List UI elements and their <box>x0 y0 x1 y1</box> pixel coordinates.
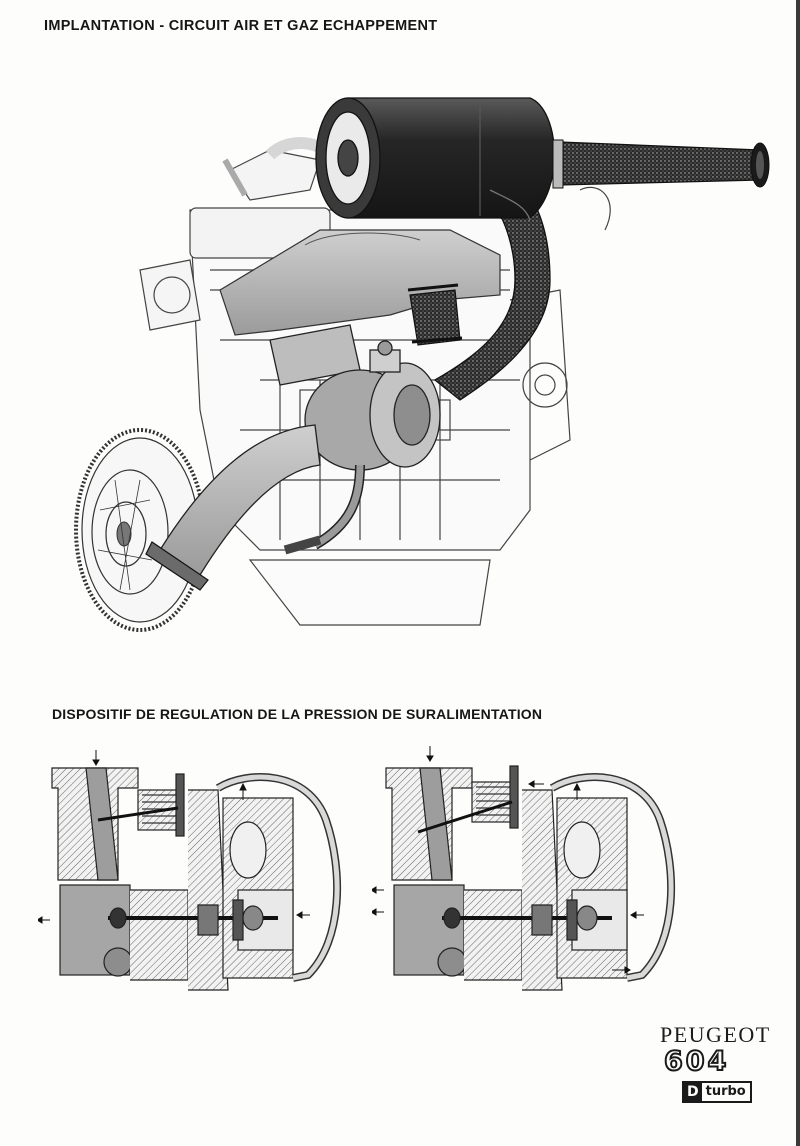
regulator-diagram-left <box>38 750 342 991</box>
heading-implantation: IMPLANTATION - CIRCUIT AIR ET GAZ ECHAPP… <box>44 18 438 34</box>
regulator-diagram-right <box>372 746 676 991</box>
page-edge-shadow <box>796 0 800 1146</box>
heading-regulation: DISPOSITIF DE REGULATION DE LA PRESSION … <box>52 706 543 722</box>
turbo-badge: D turbo <box>682 1081 752 1103</box>
engine-illustration <box>74 97 770 632</box>
brand-model: 604 <box>663 1045 730 1078</box>
peugeot-branding: PEUGEOT 604 D turbo <box>660 1022 790 1103</box>
brand-maker: PEUGEOT <box>660 1022 771 1047</box>
badge-word: turbo <box>705 1084 746 1099</box>
badge-letter: D <box>684 1083 702 1101</box>
